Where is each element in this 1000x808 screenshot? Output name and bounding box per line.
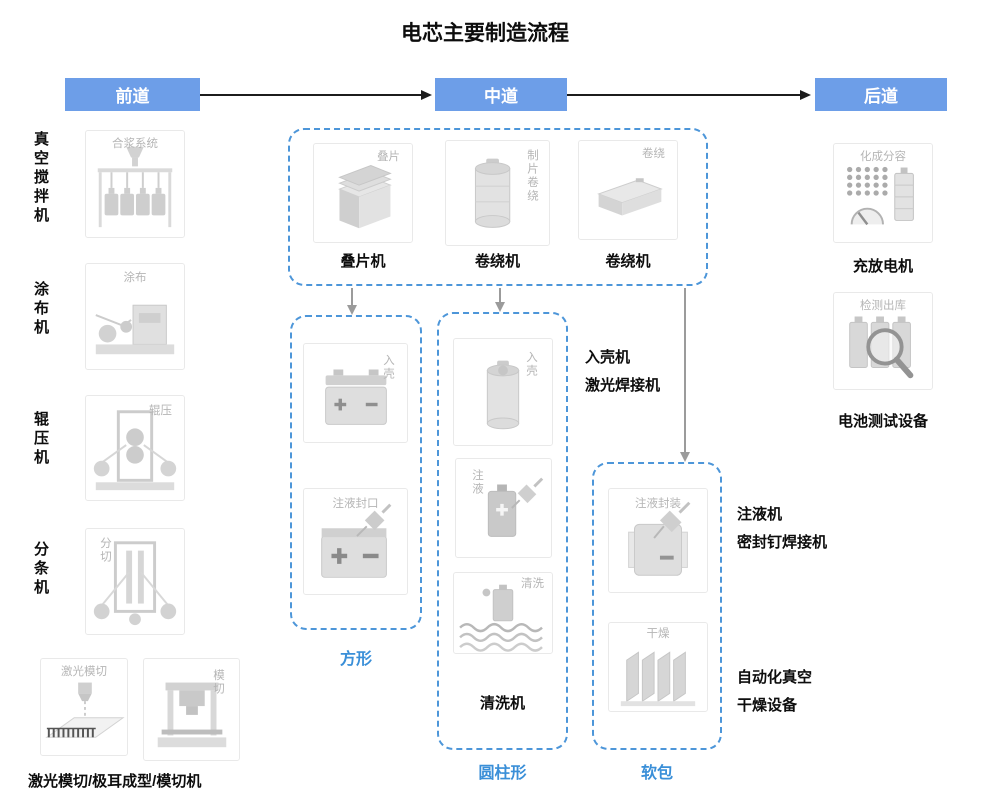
stage-header-back: 后道 — [815, 78, 947, 111]
arrow-to-cylindrical — [495, 288, 505, 312]
prismatic-group-box — [290, 315, 422, 630]
annotation-line: 激光焊接机 — [585, 377, 661, 394]
machine-caption: 模切 — [212, 669, 224, 696]
page-title: 电芯主要制造流程 — [401, 22, 569, 45]
machine-cylindrical-injection: 注液 — [455, 458, 552, 558]
flat-winding-icon — [597, 178, 663, 216]
label-roller-press: 辊压机 — [32, 411, 49, 468]
machine-caption: 注液封装 — [635, 498, 681, 510]
machine-caption: 化成分容 — [860, 151, 906, 163]
annotation-line: 注液机 — [737, 506, 783, 523]
annotation-vacuum-drying: 自动化真空 干燥设备 — [737, 664, 812, 720]
annotation-line: 干燥设备 — [737, 697, 798, 714]
coater-icon — [95, 304, 175, 355]
pouch-group-box — [592, 462, 722, 750]
machine-caption: 涂布 — [123, 272, 147, 284]
machine-cylindrical-casing: 入壳 — [453, 338, 553, 446]
machine-caption: 叠片 — [377, 151, 400, 163]
machine-caption: 干燥 — [646, 628, 670, 640]
testing-icon — [849, 316, 914, 379]
injection-seal-icon — [321, 503, 392, 578]
annotation-injection-sealpin: 注液机 密封钉焊接机 — [737, 501, 827, 557]
machine-drying: 干燥 — [608, 622, 708, 712]
branch-label-prismatic: 方形 — [339, 651, 372, 668]
label-vacuum-mixer: 真空搅拌机 — [32, 131, 49, 226]
label-winding-machine-1: 卷绕机 — [474, 253, 520, 270]
annotation-line: 自动化真空 — [737, 669, 813, 686]
machine-caption: 注液封口 — [332, 498, 379, 510]
laser-die-cut-icon — [45, 682, 125, 738]
stacking-icon — [338, 165, 392, 229]
label-stacking-machine: 叠片机 — [340, 253, 386, 270]
machine-stacking: 叠片 — [313, 143, 413, 243]
machine-prismatic-injection-seal: 注液封口 — [303, 488, 408, 595]
machine-pouch-injection-seal: 注液封装 — [608, 488, 708, 593]
machine-cyl-winding: 制片卷绕 — [445, 140, 550, 246]
label-coater: 涂布机 — [32, 281, 49, 338]
machine-testing: 检测出库 — [833, 292, 933, 390]
slitter-icon — [93, 541, 177, 626]
cleaning-icon — [459, 584, 543, 652]
drying-icon — [620, 651, 696, 707]
machine-caption: 合浆系统 — [112, 138, 158, 150]
label-cutting-machines: 激光模切/极耳成型/模切机 — [28, 773, 202, 790]
arrow-front-to-middle — [200, 90, 432, 100]
label-battery-testing: 电池测试设备 — [837, 413, 928, 430]
machine-caption: 卷绕 — [642, 148, 665, 160]
machine-caption: 激光模切 — [61, 666, 107, 678]
machine-coater: 涂布 — [85, 263, 185, 370]
machine-caption: 清洗 — [521, 578, 544, 590]
formation-icon — [847, 166, 914, 226]
machine-cleaning: 清洗 — [453, 572, 553, 654]
roller-press-icon — [93, 410, 177, 491]
machine-caption: 检测出库 — [860, 300, 906, 312]
stage-header-front: 前道 — [65, 78, 200, 111]
stage-header-middle: 中道 — [435, 78, 567, 111]
arrow-middle-to-back — [567, 90, 811, 100]
pouch-injection-icon — [628, 501, 691, 576]
machine-formation: 化成分容 — [833, 143, 933, 243]
machine-prismatic-casing: 入壳 — [303, 343, 408, 443]
label-winding-machine-2: 卷绕机 — [605, 253, 651, 270]
label-charge-discharge: 充放电机 — [852, 258, 913, 275]
middle-top-group-box — [288, 128, 708, 286]
machine-laser-die-cut: 激光模切 — [40, 658, 128, 756]
machine-caption: 制片卷绕 — [526, 149, 538, 203]
injection-icon — [487, 477, 544, 537]
label-cleaning-machine: 清洗机 — [479, 695, 525, 712]
prismatic-casing-icon — [325, 369, 387, 425]
arrow-to-prismatic — [347, 288, 357, 315]
cyl-winding-icon — [474, 158, 511, 228]
machine-caption: 入壳 — [525, 351, 537, 378]
annotation-line: 密封钉焊接机 — [737, 534, 828, 551]
machine-slitter: 分切 — [85, 528, 185, 635]
die-cut-icon — [157, 682, 227, 748]
cylindrical-group-box — [437, 312, 568, 750]
branch-label-cylindrical: 圆柱形 — [478, 765, 527, 782]
label-slitter: 分条机 — [32, 541, 49, 598]
annotation-line: 入壳机 — [585, 349, 631, 366]
machine-roller-press: 辊压 — [85, 395, 185, 501]
cylindrical-casing-icon — [486, 360, 520, 430]
annotation-casing-welding: 入壳机 激光焊接机 — [585, 344, 660, 400]
machine-caption: 分切 — [99, 537, 111, 564]
machine-die-cut: 模切 — [143, 658, 240, 761]
branch-label-pouch: 软包 — [640, 765, 673, 782]
arrow-to-pouch — [680, 288, 690, 462]
machine-caption: 入壳 — [382, 354, 394, 381]
machine-vacuum-mixer: 合浆系统 — [85, 130, 185, 238]
machine-caption: 辊压 — [149, 405, 172, 417]
machine-caption: 注液 — [471, 469, 483, 496]
mixer-icon — [97, 146, 173, 228]
machine-flat-winding: 卷绕 — [578, 140, 678, 240]
